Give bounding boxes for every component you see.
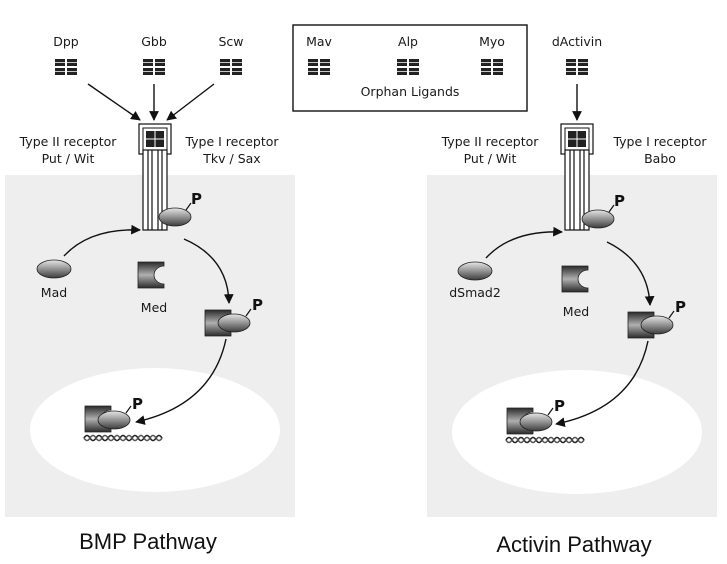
arrow-scw-to-receptor bbox=[166, 83, 215, 121]
bmp-phospho-bond-1 bbox=[185, 202, 192, 211]
orphan-ligand-label-myo: Myo bbox=[479, 34, 505, 49]
activin-type1-receptor-label: Type I receptor bbox=[612, 134, 707, 149]
activin-pathway-title: Activin Pathway bbox=[496, 532, 651, 557]
activin-smad-complex-dsmad2 bbox=[640, 315, 674, 335]
ligand-icon-gbb bbox=[142, 58, 166, 76]
bmp-smad-complex-mad bbox=[217, 313, 251, 333]
arrow-activin-complex-to-nucleus bbox=[555, 340, 649, 428]
activin-phospho-label-2: P bbox=[675, 298, 686, 316]
orphan-ligands-caption: Orphan Ligands bbox=[361, 84, 460, 99]
activin-phospho-bond-2 bbox=[668, 310, 675, 319]
bmp-smad-label: Mad bbox=[41, 285, 67, 300]
activin-type2-receptor-names: Put / Wit bbox=[464, 151, 517, 166]
ligand-label-dpp: Dpp bbox=[53, 34, 79, 49]
activin-smad-label: dSmad2 bbox=[449, 285, 501, 300]
bmp-phospho-label-2: P bbox=[252, 296, 263, 314]
bmp-phospho-bond-3 bbox=[125, 405, 132, 414]
bmp-type2-receptor-names: Put / Wit bbox=[42, 151, 95, 166]
activin-phospho-bond-3 bbox=[547, 407, 554, 416]
bmp-phospho-label-3: P bbox=[132, 395, 143, 413]
activin-type2-receptor-label: Type II receptor bbox=[441, 134, 540, 149]
arrow-complex-to-nucleus bbox=[135, 338, 227, 425]
activin-smad-at-receptor bbox=[581, 209, 615, 229]
arrow-dpp-to-receptor bbox=[87, 83, 141, 121]
activin-nucleus bbox=[452, 370, 702, 494]
activin-smad-dsmad2 bbox=[457, 261, 493, 281]
activin-phospho-label-1: P bbox=[614, 192, 625, 210]
bmp-nucleus bbox=[30, 368, 280, 492]
bmp-smad-mad bbox=[36, 259, 72, 279]
ligand-label-dactivin: dActivin bbox=[552, 34, 602, 49]
arrow-activin-receptor-to-complex bbox=[606, 241, 655, 306]
ligand-icon-scw bbox=[219, 58, 243, 76]
ligand-icon-dpp bbox=[54, 58, 78, 76]
bmp-type1-receptor-label: Type I receptor bbox=[184, 134, 279, 149]
orphan-ligand-label-mav: Mav bbox=[306, 34, 332, 49]
activin-phospho-bond-1 bbox=[608, 204, 615, 213]
orphan-ligand-label-alp: Alp bbox=[398, 34, 418, 49]
bmp-nuclear-mad bbox=[97, 410, 131, 430]
bmp-phospho-label-1: P bbox=[191, 190, 202, 208]
arrow-mad-to-receptor bbox=[63, 224, 141, 257]
activin-phospho-label-3: P bbox=[554, 397, 565, 415]
bmp-type2-receptor-label: Type II receptor bbox=[19, 134, 118, 149]
ligand-icon-dactivin bbox=[565, 58, 589, 76]
arrow-dsmad2-to-receptor bbox=[485, 226, 563, 259]
arrow-receptor-to-complex bbox=[183, 238, 234, 304]
bmp-med-label: Med bbox=[141, 300, 167, 315]
bmp-pathway-title: BMP Pathway bbox=[79, 529, 217, 554]
activin-nuclear-dsmad2 bbox=[519, 412, 553, 432]
activin-receptor-complex bbox=[560, 123, 594, 231]
ligand-label-scw: Scw bbox=[218, 34, 243, 49]
activin-med-label: Med bbox=[563, 304, 589, 319]
ligand-label-gbb: Gbb bbox=[141, 34, 167, 49]
bmp-phospho-bond-2 bbox=[245, 308, 252, 317]
activin-type1-receptor-names: Babo bbox=[644, 151, 676, 166]
bmp-type1-receptor-names: Tkv / Sax bbox=[202, 151, 260, 166]
bmp-smad-at-receptor bbox=[158, 207, 192, 227]
